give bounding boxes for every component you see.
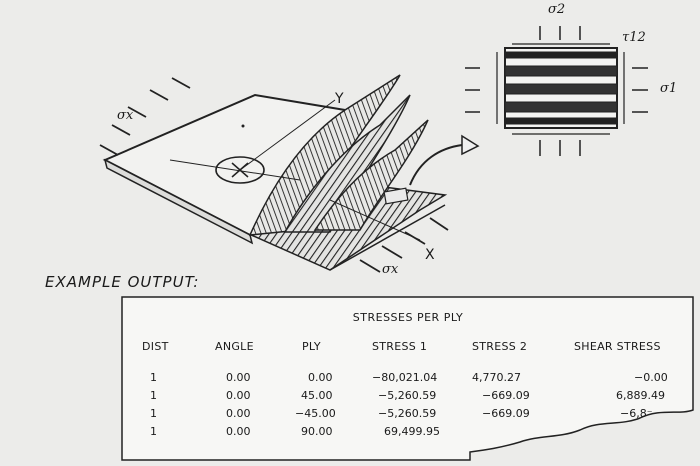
table-cell: 1 — [150, 425, 157, 438]
table-cell: 4,770.27 — [472, 371, 521, 384]
table-cell: 0.00 — [226, 407, 251, 420]
table-cell: 1 — [150, 371, 157, 384]
table-cell: −45.00 — [295, 407, 336, 420]
stresses-per-ply-table: STRESSES PER PLY DIST ANGLE PLY STRESS 1… — [122, 297, 694, 463]
tau-12-label: τ12 — [622, 30, 646, 45]
axis-x-label: X — [425, 247, 435, 263]
table-cell: 90.00 — [301, 425, 333, 438]
table-cell: 0.00 — [226, 425, 251, 438]
table-cell: 0.00 — [308, 371, 333, 384]
header-shear-stress: SHEAR STRESS — [574, 340, 661, 353]
header-ply: PLY — [302, 340, 321, 353]
stress-element — [465, 26, 648, 156]
table-title: STRESSES PER PLY — [352, 311, 464, 324]
table-cell: 0.00 — [226, 371, 251, 384]
sigma-2-label: σ2 — [548, 2, 566, 17]
table-cell: −669.09 — [482, 389, 530, 402]
sigma-1-label: σ1 — [660, 81, 678, 96]
axis-y-label: Y — [335, 91, 344, 107]
header-stress-1: STRESS 1 — [372, 340, 428, 353]
table-cell: −6,8⁻ — [620, 407, 653, 420]
header-stress-2: STRESS 2 — [472, 340, 528, 353]
table-cell: 69,499.95 — [384, 425, 440, 438]
table-cell: −5,260.59 — [378, 389, 437, 402]
sigma-x-right-label: σx — [382, 262, 399, 277]
table-cell: −5,260.59 — [378, 407, 437, 420]
table-cell: 45.00 — [301, 389, 333, 402]
table-cell: −669.09 — [482, 407, 530, 420]
table-cell: 0.00 — [226, 389, 251, 402]
table-cell: 6,889.49 — [616, 389, 665, 402]
table-cell: −80,021.04 — [372, 371, 438, 384]
header-dist: DIST — [142, 340, 169, 353]
example-output-caption: EXAMPLE OUTPUT: — [45, 273, 200, 291]
table-border — [121, 296, 694, 461]
peeled-ply-3 — [313, 119, 429, 231]
header-angle: ANGLE — [215, 340, 254, 353]
table-cell: 1 — [150, 389, 157, 402]
table-cell: −0.00 — [634, 371, 668, 384]
table-cell: 1 — [150, 407, 157, 420]
sigma-x-left-label: σx — [117, 108, 134, 123]
